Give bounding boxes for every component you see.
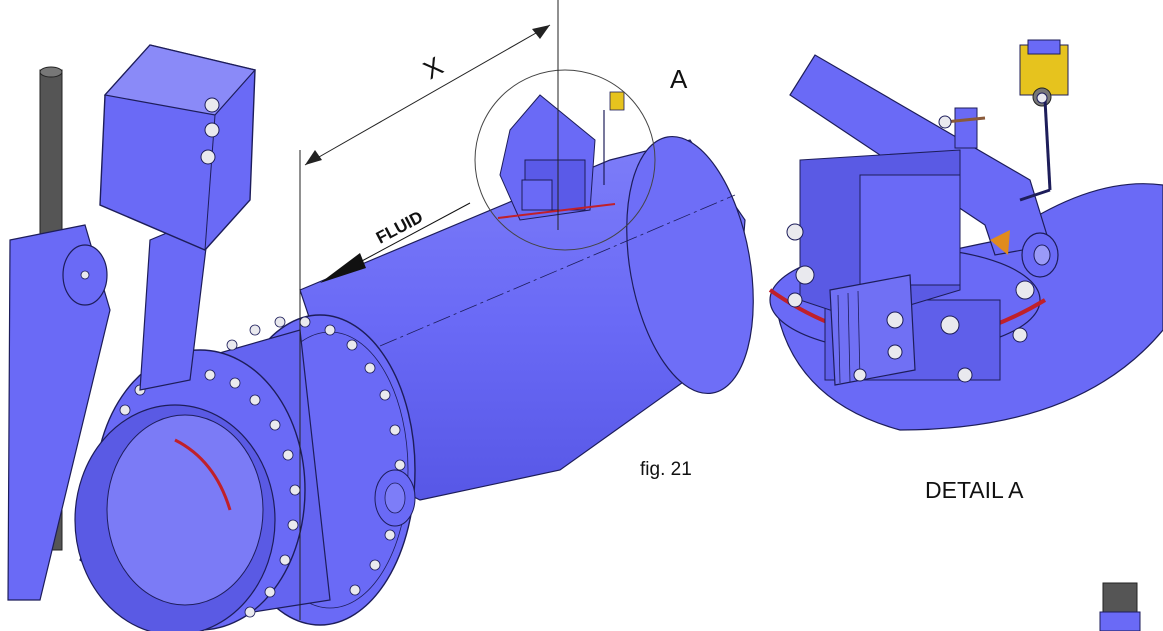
detail-a-circle <box>474 69 656 251</box>
detail-bolts <box>786 92 1048 383</box>
detail-a-view <box>768 39 1163 431</box>
pipe-body <box>299 135 754 501</box>
dimension-label: X <box>418 51 448 86</box>
flow-arrow <box>320 202 471 283</box>
dimension-x <box>299 0 559 620</box>
detail-caption: DETAIL A <box>925 477 1024 503</box>
lever-arm <box>7 214 211 601</box>
inlet-flange <box>74 349 306 631</box>
partial-component <box>1099 582 1141 631</box>
limit-switch-assembly <box>497 91 625 221</box>
counterweight-box <box>99 44 257 251</box>
side-port <box>374 469 416 527</box>
figure-label: fig. 21 <box>640 459 692 480</box>
detail-marker-label: A <box>670 64 688 94</box>
